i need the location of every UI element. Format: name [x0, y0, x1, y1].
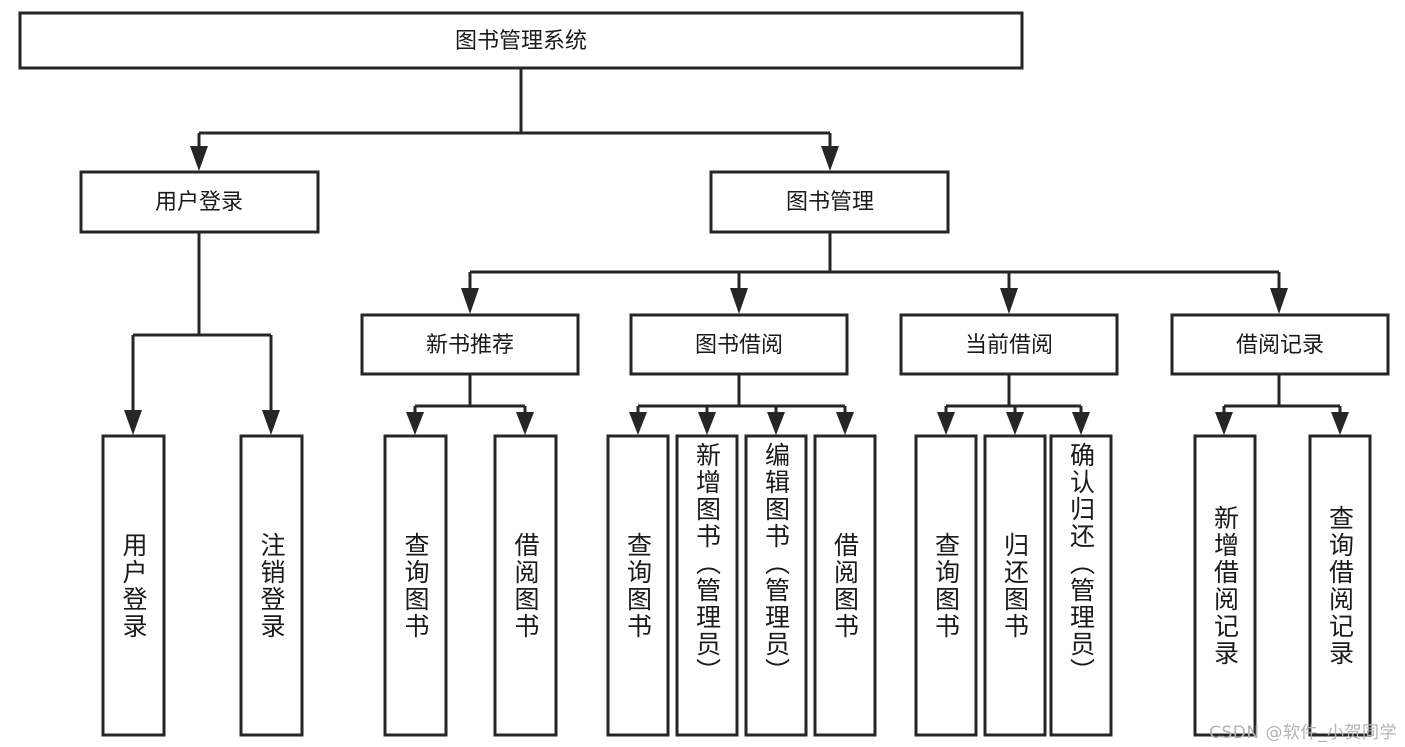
arrow-head-icon	[730, 288, 748, 314]
arrow-head-icon	[1270, 288, 1288, 314]
node-book-borrow[interactable]: 图书借阅	[629, 313, 849, 376]
node-borrow-record[interactable]: 借阅记录	[1170, 313, 1390, 376]
arrow-head-icon	[1006, 412, 1024, 435]
node-user-login-label: 用户登录	[155, 190, 243, 215]
connector-root-to-level2	[190, 68, 839, 171]
node-root-label: 图书管理系统	[455, 29, 587, 54]
arrow-head-icon	[1072, 412, 1090, 435]
node-book-manage[interactable]: 图书管理	[709, 170, 950, 234]
arrow-head-icon	[1331, 412, 1349, 435]
leaf-node-confirm-return[interactable]	[1049, 434, 1113, 737]
arrow-head-icon	[821, 146, 839, 171]
leaf-node-query-book-3[interactable]	[914, 434, 978, 737]
leaf-node-query-book-1[interactable]	[383, 434, 448, 737]
arrow-head-icon	[190, 146, 208, 171]
connector-newbook-to-leaves	[406, 374, 534, 435]
leaf-node-user-logout[interactable]	[239, 434, 304, 737]
arrow-head-icon	[516, 412, 534, 435]
connector-borrowrecord-to-leaves	[1215, 374, 1349, 435]
arrow-head-icon	[767, 412, 785, 435]
node-new-book-recommend-label: 新书推荐	[426, 333, 514, 358]
node-book-borrow-label: 图书借阅	[695, 333, 783, 358]
arrow-head-icon	[1000, 288, 1018, 314]
leaf-node-user-login[interactable]	[101, 434, 166, 737]
leaf-node-query-record[interactable]	[1308, 434, 1372, 737]
leaf-node-query-book-2[interactable]	[606, 434, 670, 737]
leaf-node-add-book[interactable]	[675, 434, 739, 737]
arrow-head-icon	[461, 288, 479, 314]
arrow-head-icon	[698, 412, 716, 435]
arrow-head-icon	[406, 412, 424, 435]
leaf-node-return-book[interactable]	[983, 434, 1047, 737]
node-current-borrow[interactable]: 当前借阅	[899, 313, 1119, 376]
node-user-login[interactable]: 用户登录	[79, 170, 320, 234]
leaf-node-borrow-book-1[interactable]	[493, 434, 558, 737]
node-borrow-record-label: 借阅记录	[1236, 333, 1324, 358]
arrow-head-icon	[124, 410, 142, 435]
connector-userlogin-to-leaves	[124, 232, 280, 435]
arrow-head-icon	[836, 412, 854, 435]
node-new-book-recommend[interactable]: 新书推荐	[360, 313, 580, 376]
node-book-manage-label: 图书管理	[786, 190, 874, 215]
watermark: CSDN @软件_小贺同学	[1209, 723, 1397, 743]
node-current-borrow-label: 当前借阅	[965, 333, 1053, 358]
node-root[interactable]: 图书管理系统	[18, 11, 1024, 70]
connector-bookmanage-to-level3	[461, 232, 1288, 314]
leaf-node-add-record[interactable]	[1193, 434, 1257, 737]
connector-currentborrow-to-leaves	[937, 374, 1090, 435]
leaf-node-edit-book[interactable]	[744, 434, 808, 737]
connector-bookborrow-to-leaves	[629, 374, 854, 435]
arrow-head-icon	[937, 412, 955, 435]
arrow-head-icon	[262, 410, 280, 435]
arrow-head-icon	[629, 412, 647, 435]
arrow-head-icon	[1215, 412, 1233, 435]
leaf-box-group	[101, 434, 1372, 737]
leaf-node-borrow-book-2[interactable]	[813, 434, 877, 737]
